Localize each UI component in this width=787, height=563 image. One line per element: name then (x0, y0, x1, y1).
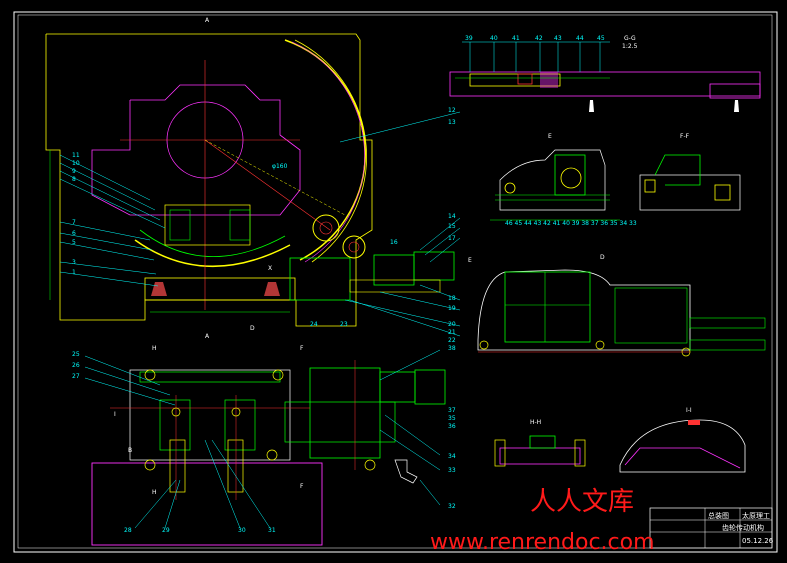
balloon-11: 11 (72, 152, 80, 159)
balloon-39: 39 (465, 35, 473, 42)
balloon-28: 28 (124, 527, 132, 534)
watermark-url: www.renrendoc.com (430, 530, 655, 555)
ff-title: F-F (680, 133, 690, 140)
balloon-44: 44 (576, 35, 584, 42)
balloon-3: 3 (72, 259, 76, 266)
balloon-37: 37 (448, 407, 456, 414)
balloon-15: 15 (448, 223, 456, 230)
balloon-12: 12 (448, 107, 456, 114)
balloon-5: 5 (72, 239, 76, 246)
balloon-45: 45 (597, 35, 605, 42)
balloon-17: 17 (448, 235, 456, 242)
balloon-20: 20 (448, 321, 456, 328)
watermark-brand: 人人文库 (530, 487, 634, 517)
outer-border (13, 11, 778, 553)
d-view (477, 269, 766, 357)
gg-scale: 1:2.5 (622, 43, 638, 50)
balloon-40: 40 (490, 35, 498, 42)
ff-view (639, 154, 741, 211)
label-b-mark: B (128, 447, 132, 454)
label-f-top: F (300, 345, 304, 352)
pinion-gear-1 (312, 214, 340, 242)
balloon-38: 38 (448, 345, 456, 352)
label-h-bottom: H (152, 489, 157, 496)
label-x-marker: X (268, 265, 272, 272)
balloon-14: 14 (448, 213, 456, 220)
balloon-9: 9 (72, 168, 76, 175)
label-f-bottom: F (300, 483, 304, 490)
lower-plan-view (84, 349, 446, 546)
title-date: 05.12.26 (742, 537, 774, 545)
balloon-30: 30 (238, 527, 246, 534)
balloon-35: 35 (448, 415, 456, 422)
balloon-19: 19 (448, 305, 456, 312)
gg-section-view (449, 41, 761, 112)
balloon-13: 13 (448, 119, 456, 126)
balloon-22: 22 (448, 337, 456, 344)
label-d-marker: D (250, 325, 255, 332)
balloon-32: 32 (448, 503, 456, 510)
balloon-26: 26 (72, 362, 80, 369)
title-drawing-name: 总装图 (708, 511, 729, 520)
gg-balloon-labels: 39 40 41 42 43 44 45 (465, 35, 605, 42)
label-note: φ160 (272, 163, 288, 170)
ii-view (619, 419, 746, 473)
balloon-10: 10 (72, 160, 80, 167)
ii-title: I-I (686, 407, 692, 414)
balloon-8: 8 (72, 176, 76, 183)
dimension-row: 46 45 44 43 42 41 40 39 38 37 36 35 34 3… (505, 220, 637, 227)
inner-border (17, 14, 773, 549)
balloon-6: 6 (72, 230, 76, 237)
balloon-25: 25 (72, 351, 80, 358)
balloon-34: 34 (448, 453, 456, 460)
balloon-31: 31 (268, 527, 276, 534)
label-i-mark: I (114, 411, 116, 418)
balloon-43: 43 (554, 35, 562, 42)
main-balloon-labels: 11 10 9 8 7 6 5 3 1 12 13 14 15 17 18 19… (72, 107, 456, 344)
label-h-top: H (152, 345, 157, 352)
hh-view (494, 435, 586, 467)
gg-title: G-G (624, 35, 636, 42)
balloon-29: 29 (162, 527, 170, 534)
balloon-24: 24 (310, 321, 318, 328)
title-school: 太原理工 (742, 511, 770, 520)
balloon-42: 42 (535, 35, 543, 42)
balloon-36: 36 (448, 423, 456, 430)
e-title: E (548, 133, 552, 140)
balloon-21: 21 (448, 329, 456, 336)
balloon-33: 33 (448, 467, 456, 474)
d-title: D (600, 254, 605, 261)
balloon-16: 16 (390, 239, 398, 246)
main-front-view (45, 33, 461, 337)
balloon-18: 18 (448, 295, 456, 302)
label-a-top: A (205, 17, 210, 24)
balloon-23: 23 (340, 321, 348, 328)
hh-title: H-H (530, 419, 541, 426)
title-part-code: 齿轮传动机构 (722, 523, 764, 532)
lower-balloon-labels: 25 26 27 28 29 30 31 32 33 34 35 36 37 3… (72, 345, 456, 534)
label-a-bottom: A (205, 333, 210, 340)
e-arrow-label: E (468, 257, 472, 264)
balloon-1: 1 (72, 269, 76, 276)
balloon-41: 41 (512, 35, 520, 42)
title-block (649, 507, 773, 549)
balloon-7: 7 (72, 219, 76, 226)
balloon-27: 27 (72, 373, 80, 380)
pinion-gear-2 (342, 235, 366, 259)
e-view (490, 149, 620, 221)
